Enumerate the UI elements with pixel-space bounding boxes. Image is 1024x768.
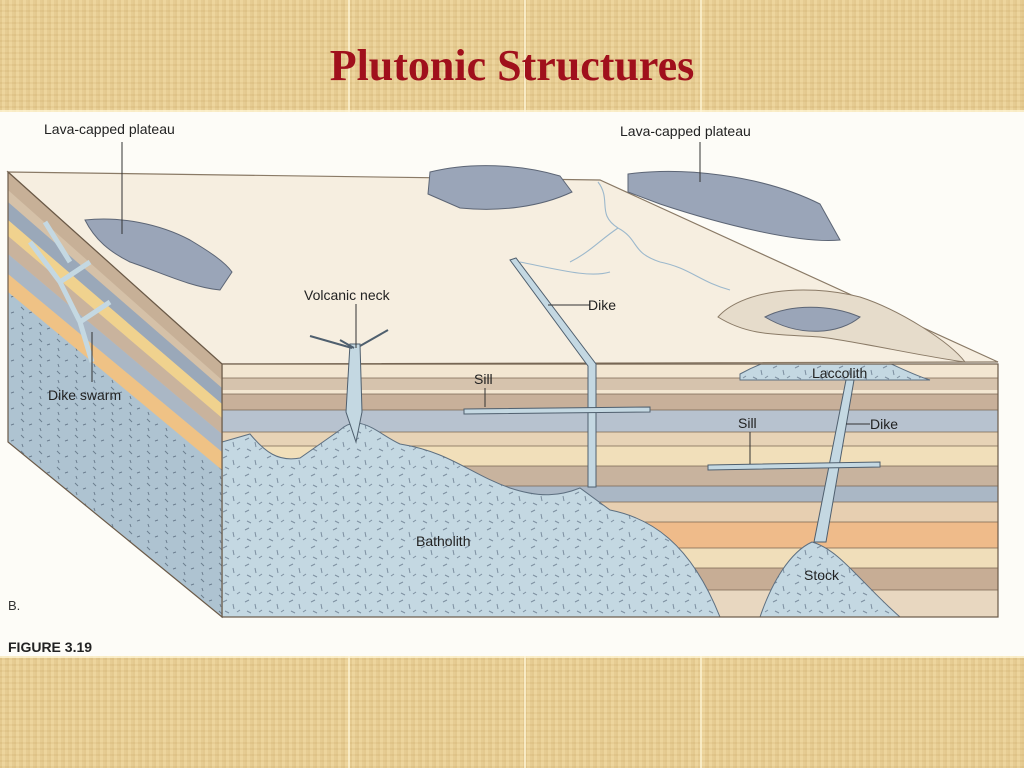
side-face-outline [7, 170, 223, 619]
sill-right-body [707, 461, 881, 471]
label-sill-right: Sill [738, 415, 757, 431]
label-volcanic-neck: Volcanic neck [304, 287, 391, 303]
surface-streams [519, 181, 731, 291]
upper-dike-body [509, 257, 597, 488]
label-dike-upper: Dike [588, 297, 616, 313]
lava-plateau-center [427, 165, 573, 210]
label-dike-right: Dike [870, 416, 898, 432]
figure-panel: Lava-capped plateau Lava-capped plateau … [0, 112, 1024, 656]
label-lava-plateau-right: Lava-capped plateau [620, 123, 751, 139]
laccolith-dome-core [763, 306, 861, 332]
volcanic-neck-body [345, 343, 363, 444]
sill-left-body [463, 406, 651, 415]
side-face [8, 172, 222, 617]
figure-caption: FIGURE 3.19 [8, 639, 92, 655]
label-dike-swarm: Dike swarm [48, 387, 121, 403]
tile-seam [0, 110, 1024, 112]
label-laccolith: Laccolith [812, 365, 867, 381]
slide-title: Plutonic Structures [329, 41, 695, 90]
label-sill-left: Sill [474, 371, 493, 387]
intrusion-features [345, 257, 881, 543]
tile-seam [0, 656, 1024, 658]
label-stock: Stock [804, 567, 840, 583]
leader-lines [91, 142, 870, 464]
lava-plateau-right [627, 171, 841, 241]
front-face [222, 364, 998, 617]
stock-body [759, 541, 902, 617]
block-diagram: Lava-capped plateau Lava-capped plateau … [6, 121, 999, 655]
dike-right-body [813, 379, 855, 543]
batholith-body [222, 422, 721, 617]
panel-letter: B. [8, 598, 20, 613]
volcanic-neck-vents [309, 329, 389, 349]
lava-plateau-left [84, 218, 233, 291]
dike-swarm-branches [28, 220, 112, 363]
label-batholith: Batholith [416, 533, 470, 549]
label-lava-plateau-left: Lava-capped plateau [44, 121, 175, 137]
